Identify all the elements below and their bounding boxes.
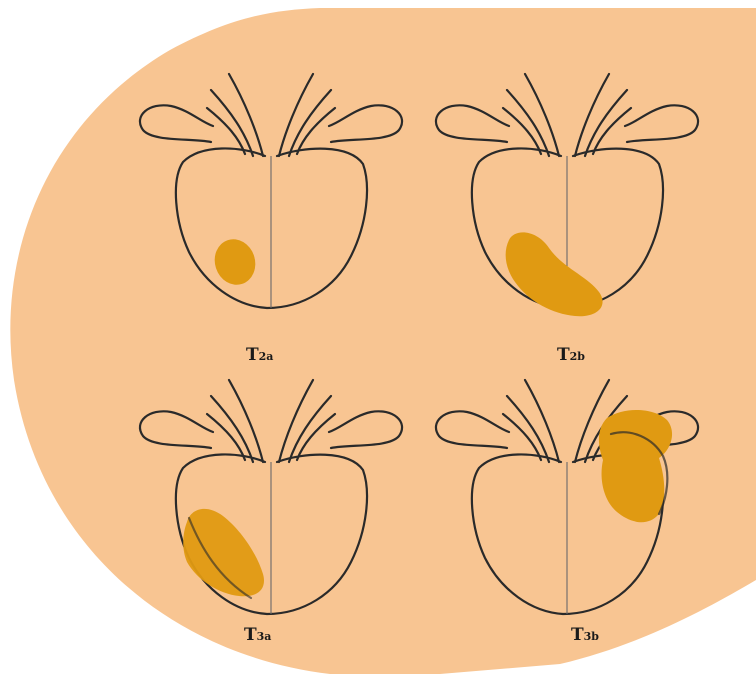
peach-background	[10, 0, 756, 674]
